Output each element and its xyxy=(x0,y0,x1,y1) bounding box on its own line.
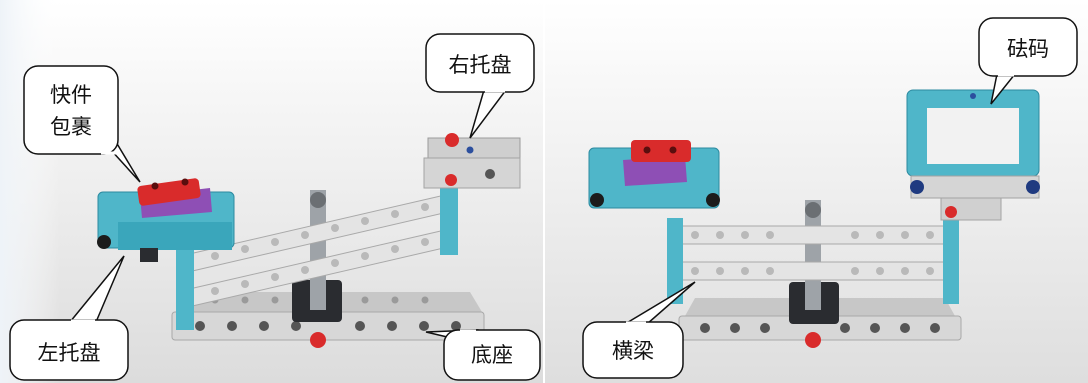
callout-crossbeam: 横梁 xyxy=(582,281,696,379)
callout-left-tray: 左托盘 xyxy=(9,255,129,381)
red-pin-base xyxy=(310,332,326,348)
pivot-tower xyxy=(292,190,342,322)
callout-crossbeam-text: 横梁 xyxy=(612,339,654,363)
left-tray-right xyxy=(588,140,720,209)
weight-frame xyxy=(906,89,1040,177)
left-post-right xyxy=(667,218,683,304)
callout-base-text: 底座 xyxy=(471,343,513,367)
right-post-right xyxy=(943,218,959,304)
callout-right-tray-text: 右托盘 xyxy=(449,53,512,77)
red-pin-base-right xyxy=(805,332,821,348)
callout-left-tray-text: 左托盘 xyxy=(38,341,101,365)
right-balance-scene: 砝码 横梁 xyxy=(545,0,1088,383)
callout-package: 快件 包裹 xyxy=(23,65,141,183)
callout-weight-text: 砝码 xyxy=(1007,37,1049,61)
right-tray xyxy=(423,133,521,189)
right-tray-right xyxy=(910,175,1040,221)
callout-package-line2: 包裹 xyxy=(50,115,92,139)
left-balance-scene: 快件 包裹 右托盘 左托盘 底座 xyxy=(0,0,543,383)
right-post xyxy=(440,175,458,255)
callout-weight: 砝码 xyxy=(978,17,1078,105)
level-crossbeams xyxy=(674,225,946,281)
package-parts xyxy=(137,178,212,218)
callout-package-line1: 快件 xyxy=(50,83,92,107)
left-post xyxy=(176,250,194,330)
callout-base: 底座 xyxy=(425,329,541,381)
left-figure: 快件 包裹 右托盘 左托盘 底座 xyxy=(0,0,543,383)
right-figure: 砝码 横梁 xyxy=(545,0,1088,383)
callout-right-tray: 右托盘 xyxy=(425,33,535,139)
